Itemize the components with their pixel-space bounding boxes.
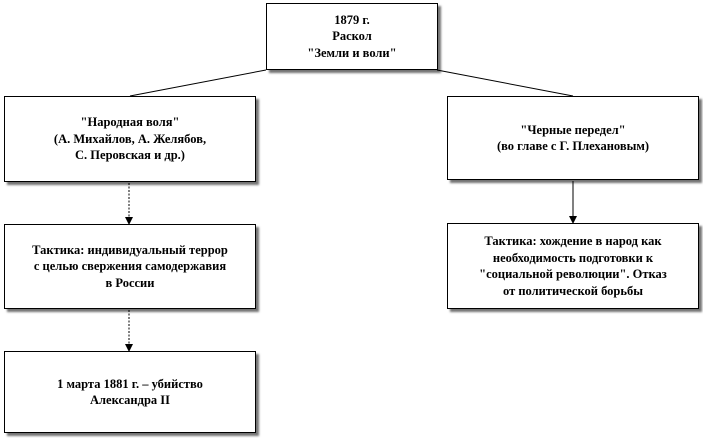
right-tactic-line-1: Тактика: хождение в народ как bbox=[484, 234, 662, 248]
left-result-line-2: Александра II bbox=[89, 393, 170, 407]
root-organization: "Земли и воли" bbox=[307, 45, 397, 60]
left-org-name: "Народная воля" bbox=[80, 115, 180, 130]
left-tactic-line-3: в России bbox=[105, 275, 155, 290]
left-tactic-line-1: Тактика: индивидуальный террор bbox=[32, 242, 228, 257]
split-line-left bbox=[129, 69, 267, 97]
left-tactic-box: Тактика: индивидуальный террор с целью с… bbox=[4, 224, 256, 309]
left-result-line-1: 1 марта 1881 г. – убийство bbox=[57, 376, 203, 391]
right-tactic-line-2: необходимость подготовки к bbox=[492, 250, 654, 265]
right-tactic-box: Тактика: хождение в народ как необходимо… bbox=[447, 223, 699, 309]
right-tactic-line-4: от политической борьбы bbox=[502, 283, 643, 298]
left-tactic-line-2: с целью свержения самодержавия bbox=[33, 259, 227, 274]
root-event: Раскол bbox=[332, 29, 372, 44]
right-org-box: "Черные передел" (во главе с Г. Плеханов… bbox=[447, 96, 699, 180]
root-year: 1879 г. bbox=[334, 12, 370, 27]
right-org-leader: (во главе с Г. Плехановым) bbox=[496, 139, 650, 153]
right-tactic-line-3: "социальной революции". Отказ bbox=[479, 267, 667, 281]
left-org-members-2: С. Перовская и др.) bbox=[75, 148, 185, 163]
left-org-members-1: (А. Михайлов, А. Желябов, bbox=[53, 131, 207, 146]
split-line-right bbox=[436, 69, 574, 97]
right-org-name: "Черные передел" bbox=[520, 122, 626, 137]
left-org-box: "Народная воля" (А. Михайлов, А. Желябов… bbox=[4, 96, 256, 182]
left-result-box: 1 марта 1881 г. – убийство Александра II bbox=[4, 351, 256, 433]
root-box: 1879 г. Раскол "Земли и воли" bbox=[266, 3, 438, 70]
